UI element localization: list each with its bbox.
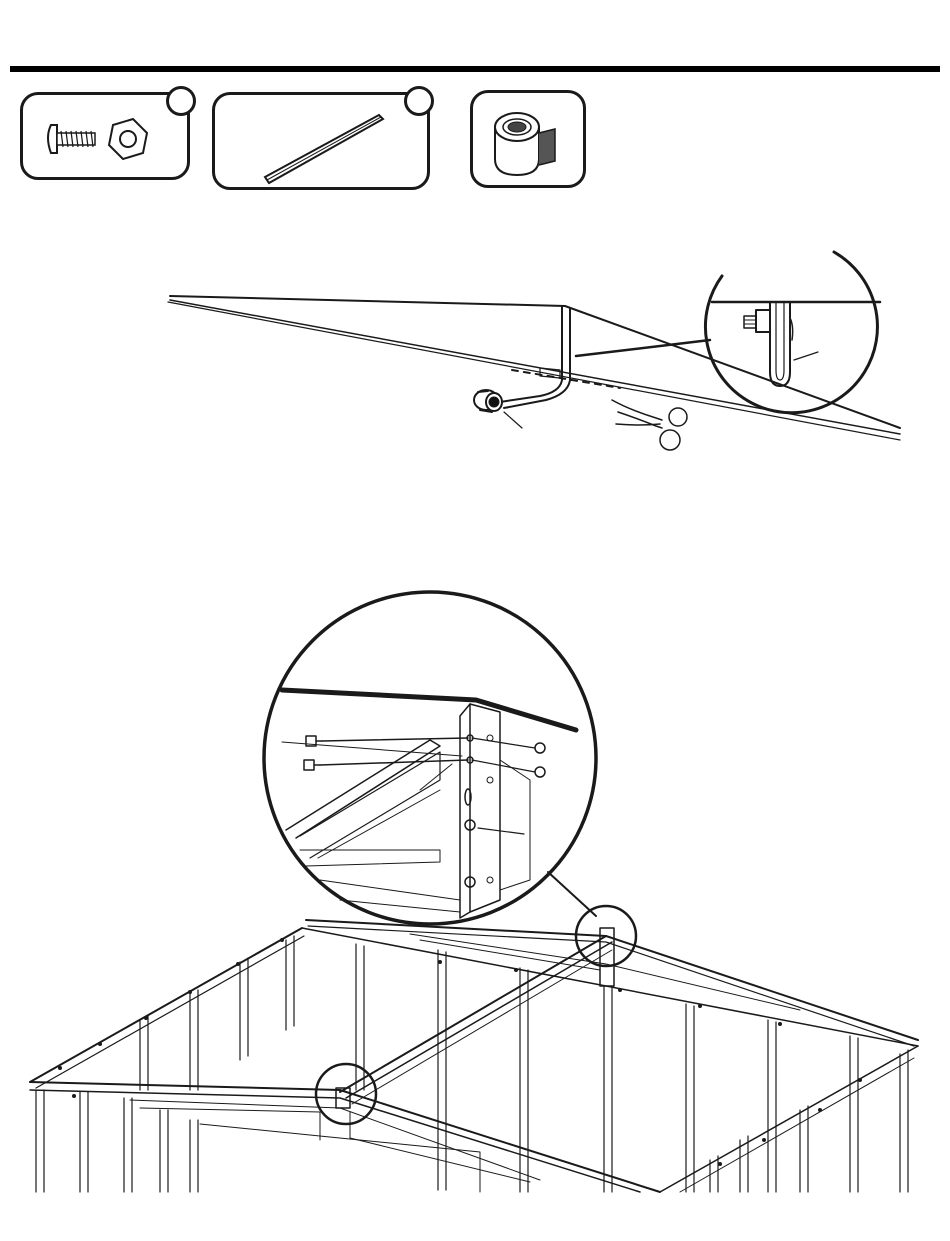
scissors-icon (612, 400, 687, 450)
roof-edge-tape-diagram (168, 252, 900, 450)
zoom-detail-gable (264, 592, 596, 924)
shed-frame (30, 920, 918, 1192)
